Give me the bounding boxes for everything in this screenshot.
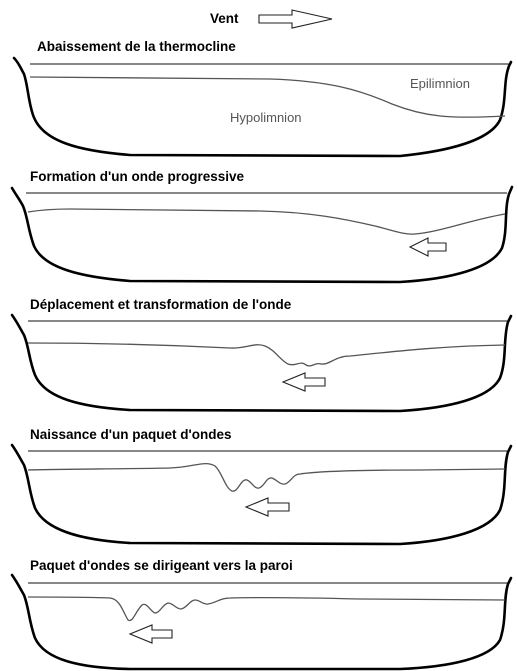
panel-5: Paquet d'ondes se dirigeant vers la paro… [12, 558, 511, 669]
basin-outline [12, 187, 512, 282]
hypolimnion-label: Hypolimnion [230, 110, 302, 125]
panel-title: Déplacement et transformation de l'onde [30, 297, 292, 312]
basin-outline [12, 445, 511, 544]
thermocline [28, 343, 505, 366]
basin-outline [14, 58, 511, 156]
left-arrow-icon [410, 238, 446, 256]
basin-outline [12, 315, 511, 411]
thermocline [28, 464, 505, 492]
wind-label: Vent [210, 11, 239, 26]
panel-3: Déplacement et transformation de l'onde [12, 297, 511, 411]
thermocline [28, 597, 505, 621]
panel-title: Abaissement de la thermocline [37, 39, 236, 54]
left-arrow-icon [283, 373, 325, 391]
wind-indicator: Vent [210, 10, 332, 28]
panel-2: Formation d'un onde progressive [12, 169, 512, 282]
panel-1: Abaissement de la thermocline Epilimnion… [14, 39, 511, 156]
right-arrow-icon [259, 10, 332, 28]
panel-title: Naissance d'un paquet d'ondes [30, 427, 231, 442]
panel-title: Paquet d'ondes se dirigeant vers la paro… [30, 558, 293, 573]
thermocline [28, 209, 505, 234]
panel-4: Naissance d'un paquet d'ondes [12, 427, 511, 544]
basin-outline [12, 575, 511, 669]
panel-title: Formation d'un onde progressive [30, 169, 244, 184]
left-arrow-icon [130, 625, 172, 643]
epilimnion-label: Epilimnion [410, 76, 470, 91]
left-arrow-icon [246, 498, 289, 516]
